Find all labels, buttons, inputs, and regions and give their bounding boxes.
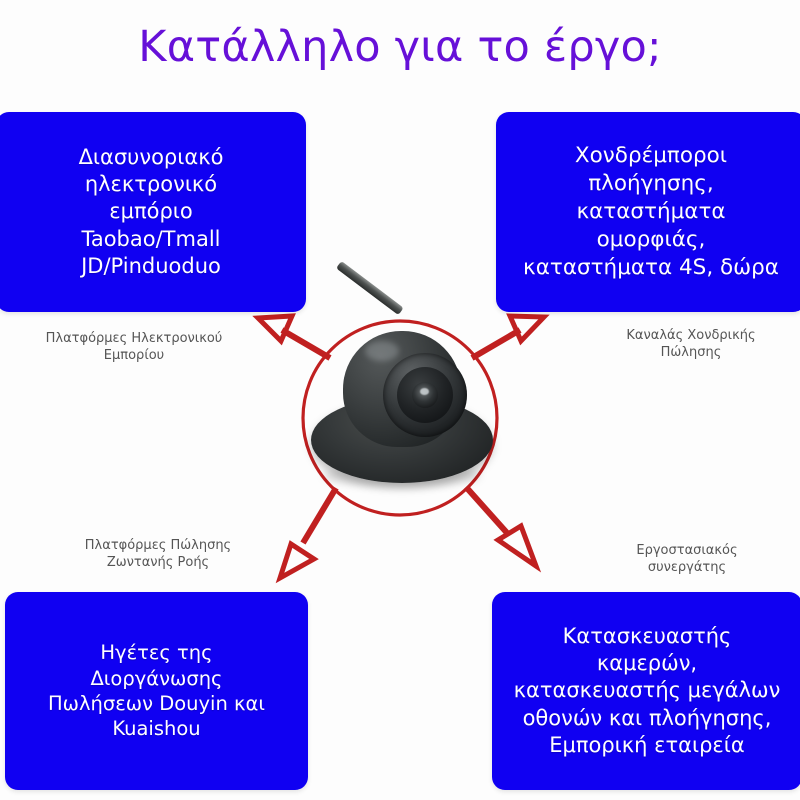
car-camera-product-image — [305, 260, 500, 500]
arrow-bottom-left — [275, 486, 339, 584]
camera-cable — [335, 260, 404, 316]
card-factory-partner[interactable]: Κατασκευαστής καμερών, κατασκευαστής μεγ… — [492, 592, 800, 790]
caption-wholesale-channel: Καναλάς Χονδρικής Πώλησης — [626, 328, 756, 360]
camera-lens-highlight — [420, 388, 429, 395]
card-ecommerce-platforms[interactable]: Διασυνοριακό ηλεκτρονικό εμπόριο Taobao/… — [0, 112, 306, 312]
card-wholesale-channel-text: Χονδρέμποροι πλοήγησης, καταστήματα ομορ… — [523, 143, 779, 280]
caption-live-streaming-platforms: Πλατφόρμες Πώλησης Ζωντανής Ροής — [84, 538, 232, 570]
caption-factory-partner: Εργοστασιακός συνεργάτης — [636, 543, 738, 575]
card-live-streaming-platforms[interactable]: Ηγέτες της Διοργάνωσης Πωλήσεων Douyin κ… — [5, 592, 308, 790]
camera-lens-outer-ring — [383, 353, 467, 437]
camera-lens-mid-ring — [397, 367, 453, 423]
camera-dome-highlight — [365, 341, 399, 361]
camera-lens-glass — [412, 382, 438, 408]
card-factory-partner-text: Κατασκευαστής καμερών, κατασκευαστής μεγ… — [513, 623, 781, 757]
card-wholesale-channel[interactable]: Χονδρέμποροι πλοήγησης, καταστήματα ομορ… — [496, 112, 800, 312]
page-title: Κατάλληλο για το έργο; — [138, 22, 662, 72]
caption-ecommerce-platforms: Πλατφόρμες Ηλεκτρονικού Εμπορίου — [45, 331, 223, 363]
card-live-streaming-platforms-text: Ηγέτες της Διοργάνωσης Πωλήσεων Douyin κ… — [48, 641, 265, 741]
card-ecommerce-platforms-text: Διασυνοριακό ηλεκτρονικό εμπόριο Taobao/… — [78, 144, 224, 278]
